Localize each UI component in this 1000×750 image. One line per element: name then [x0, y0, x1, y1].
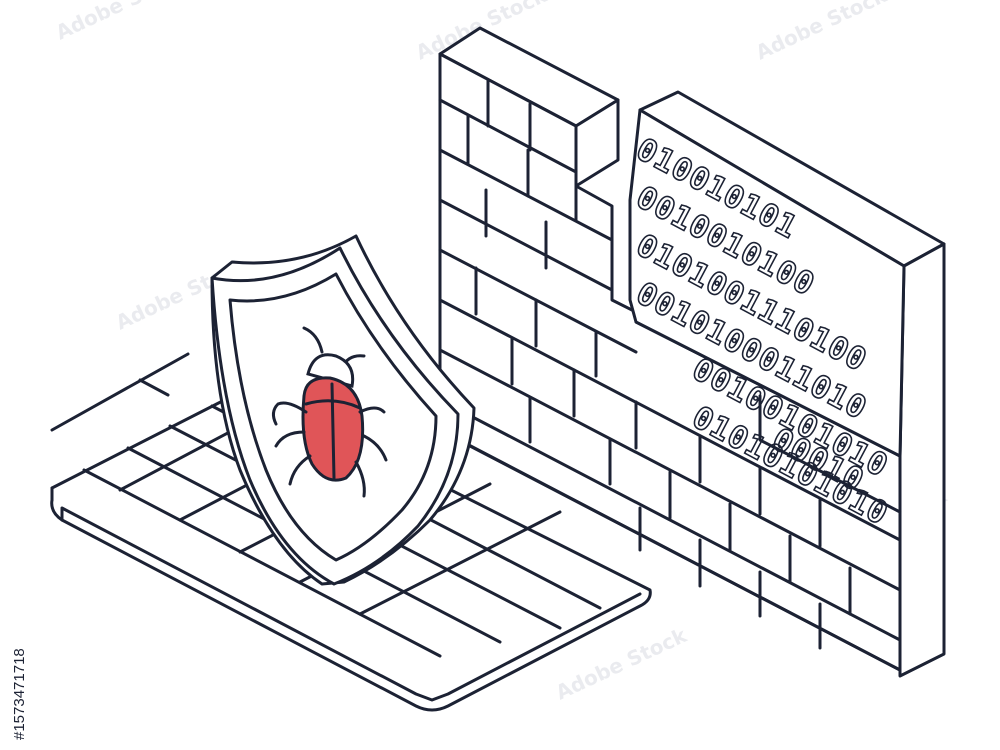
- stock-credit: #1573471718: [11, 648, 28, 740]
- bug-icon: [271, 326, 388, 498]
- firewall-icon: [438, 26, 946, 678]
- svg-text:Adobe Stock: Adobe Stock: [52, 0, 191, 45]
- svg-text:Adobe Stock: Adobe Stock: [752, 0, 891, 65]
- credit-label: #1573471718: [11, 648, 28, 740]
